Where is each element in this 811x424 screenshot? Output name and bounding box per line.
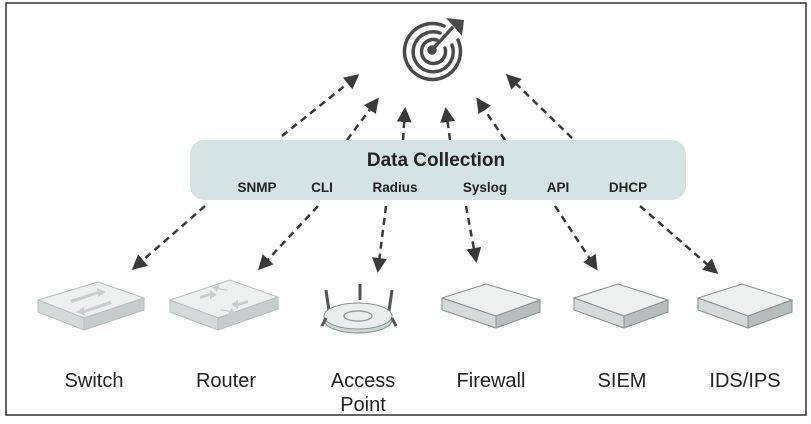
arrow-up-3 xyxy=(396,107,412,141)
protocol-snmp: SNMP xyxy=(237,180,276,195)
outer-border xyxy=(5,2,807,416)
protocol-syslog: Syslog xyxy=(463,180,507,195)
protocol-dhcp: DHCP xyxy=(609,180,647,195)
access-point-icon xyxy=(320,284,398,334)
panel-title: Data Collection xyxy=(367,150,505,171)
upward-arrows xyxy=(281,73,573,141)
arrow-down-siem xyxy=(553,205,598,271)
firewall-icon xyxy=(440,283,542,329)
arrow-up-6 xyxy=(505,73,573,139)
device-label-switch: Switch xyxy=(65,370,124,392)
arrow-down-router xyxy=(257,205,319,271)
radar-icon xyxy=(402,18,464,82)
ids-ips-icon xyxy=(696,283,794,329)
arrow-up-2 xyxy=(346,97,379,141)
device-label-access-point-line1: Access xyxy=(331,370,395,392)
data-collection-panel xyxy=(190,140,686,200)
arrow-down-ids-ips xyxy=(639,205,719,274)
switch-icon xyxy=(36,281,146,331)
protocol-radius: Radius xyxy=(372,180,417,195)
arrow-down-access-point xyxy=(372,205,388,273)
device-label-router: Router xyxy=(196,370,256,392)
downward-arrows xyxy=(131,205,719,274)
arrow-up-5 xyxy=(476,97,507,141)
siem-icon xyxy=(572,283,670,329)
protocol-cli: CLI xyxy=(311,180,333,195)
device-label-siem: SIEM xyxy=(598,370,647,392)
router-icon xyxy=(168,279,280,331)
arrow-down-firewall xyxy=(464,205,482,263)
arrow-up-4 xyxy=(440,107,456,141)
protocol-api: API xyxy=(547,180,570,195)
device-label-access-point-line2: Point xyxy=(340,394,386,416)
arrow-down-switch xyxy=(131,205,206,270)
device-label-ids-ips: IDS/IPS xyxy=(709,370,780,392)
arrow-up-1 xyxy=(281,74,360,137)
device-label-firewall: Firewall xyxy=(457,370,526,392)
